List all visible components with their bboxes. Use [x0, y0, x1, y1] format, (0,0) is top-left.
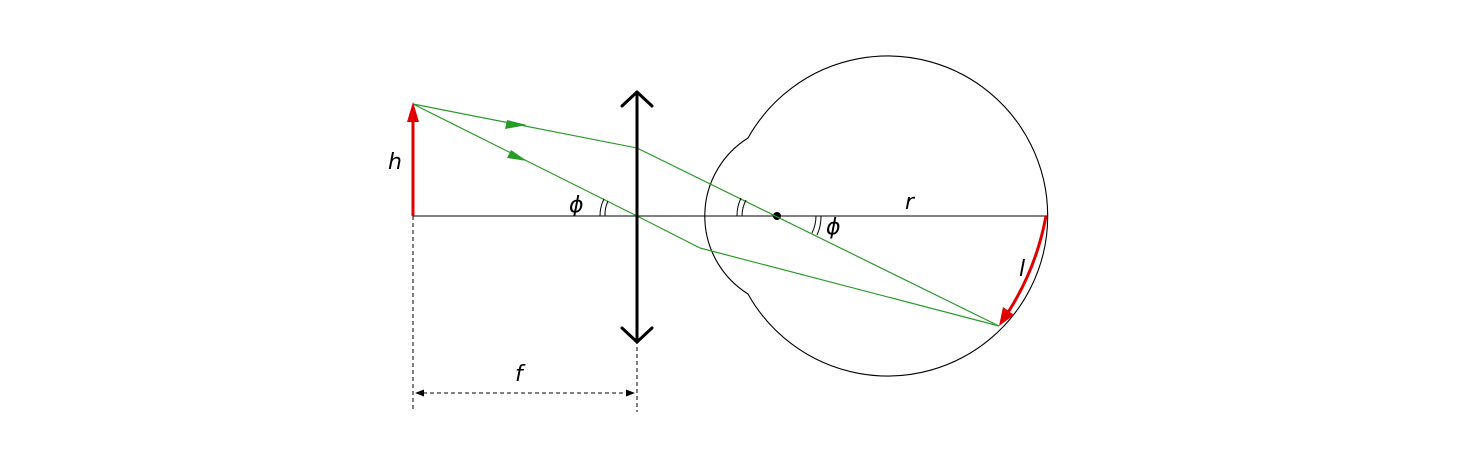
ray-chief-continued	[636, 215, 701, 249]
angle-arc-eye-right-outer	[816, 215, 822, 236]
angle-arc-lens-inner	[604, 200, 609, 217]
angle-arc-eye-right-inner	[811, 215, 817, 234]
label-f: f	[515, 362, 526, 387]
label-h: h	[388, 150, 402, 175]
retinal-image-arc	[999, 215, 1048, 326]
light-rays	[412, 103, 1000, 327]
converging-lens	[620, 90, 654, 344]
ray-arrow-lower	[507, 150, 527, 161]
label-phi-lens: ϕ	[569, 193, 584, 218]
angle-arc-lens-outer	[599, 198, 605, 217]
label-l: l	[1019, 257, 1025, 282]
label-r: r	[905, 190, 916, 215]
ray-parallel-refracted	[636, 147, 1000, 327]
angle-arc-eye-left-outer	[736, 197, 742, 217]
ray-chief-to-retina	[699, 247, 1000, 327]
angle-arc-eye-left-inner	[741, 199, 747, 217]
ray-arrow-upper	[505, 120, 527, 129]
object-arrow	[407, 102, 419, 216]
label-phi-eye: ϕ	[826, 215, 841, 240]
ray-parallel-incoming	[412, 103, 638, 149]
eye-outline	[704, 55, 1049, 377]
